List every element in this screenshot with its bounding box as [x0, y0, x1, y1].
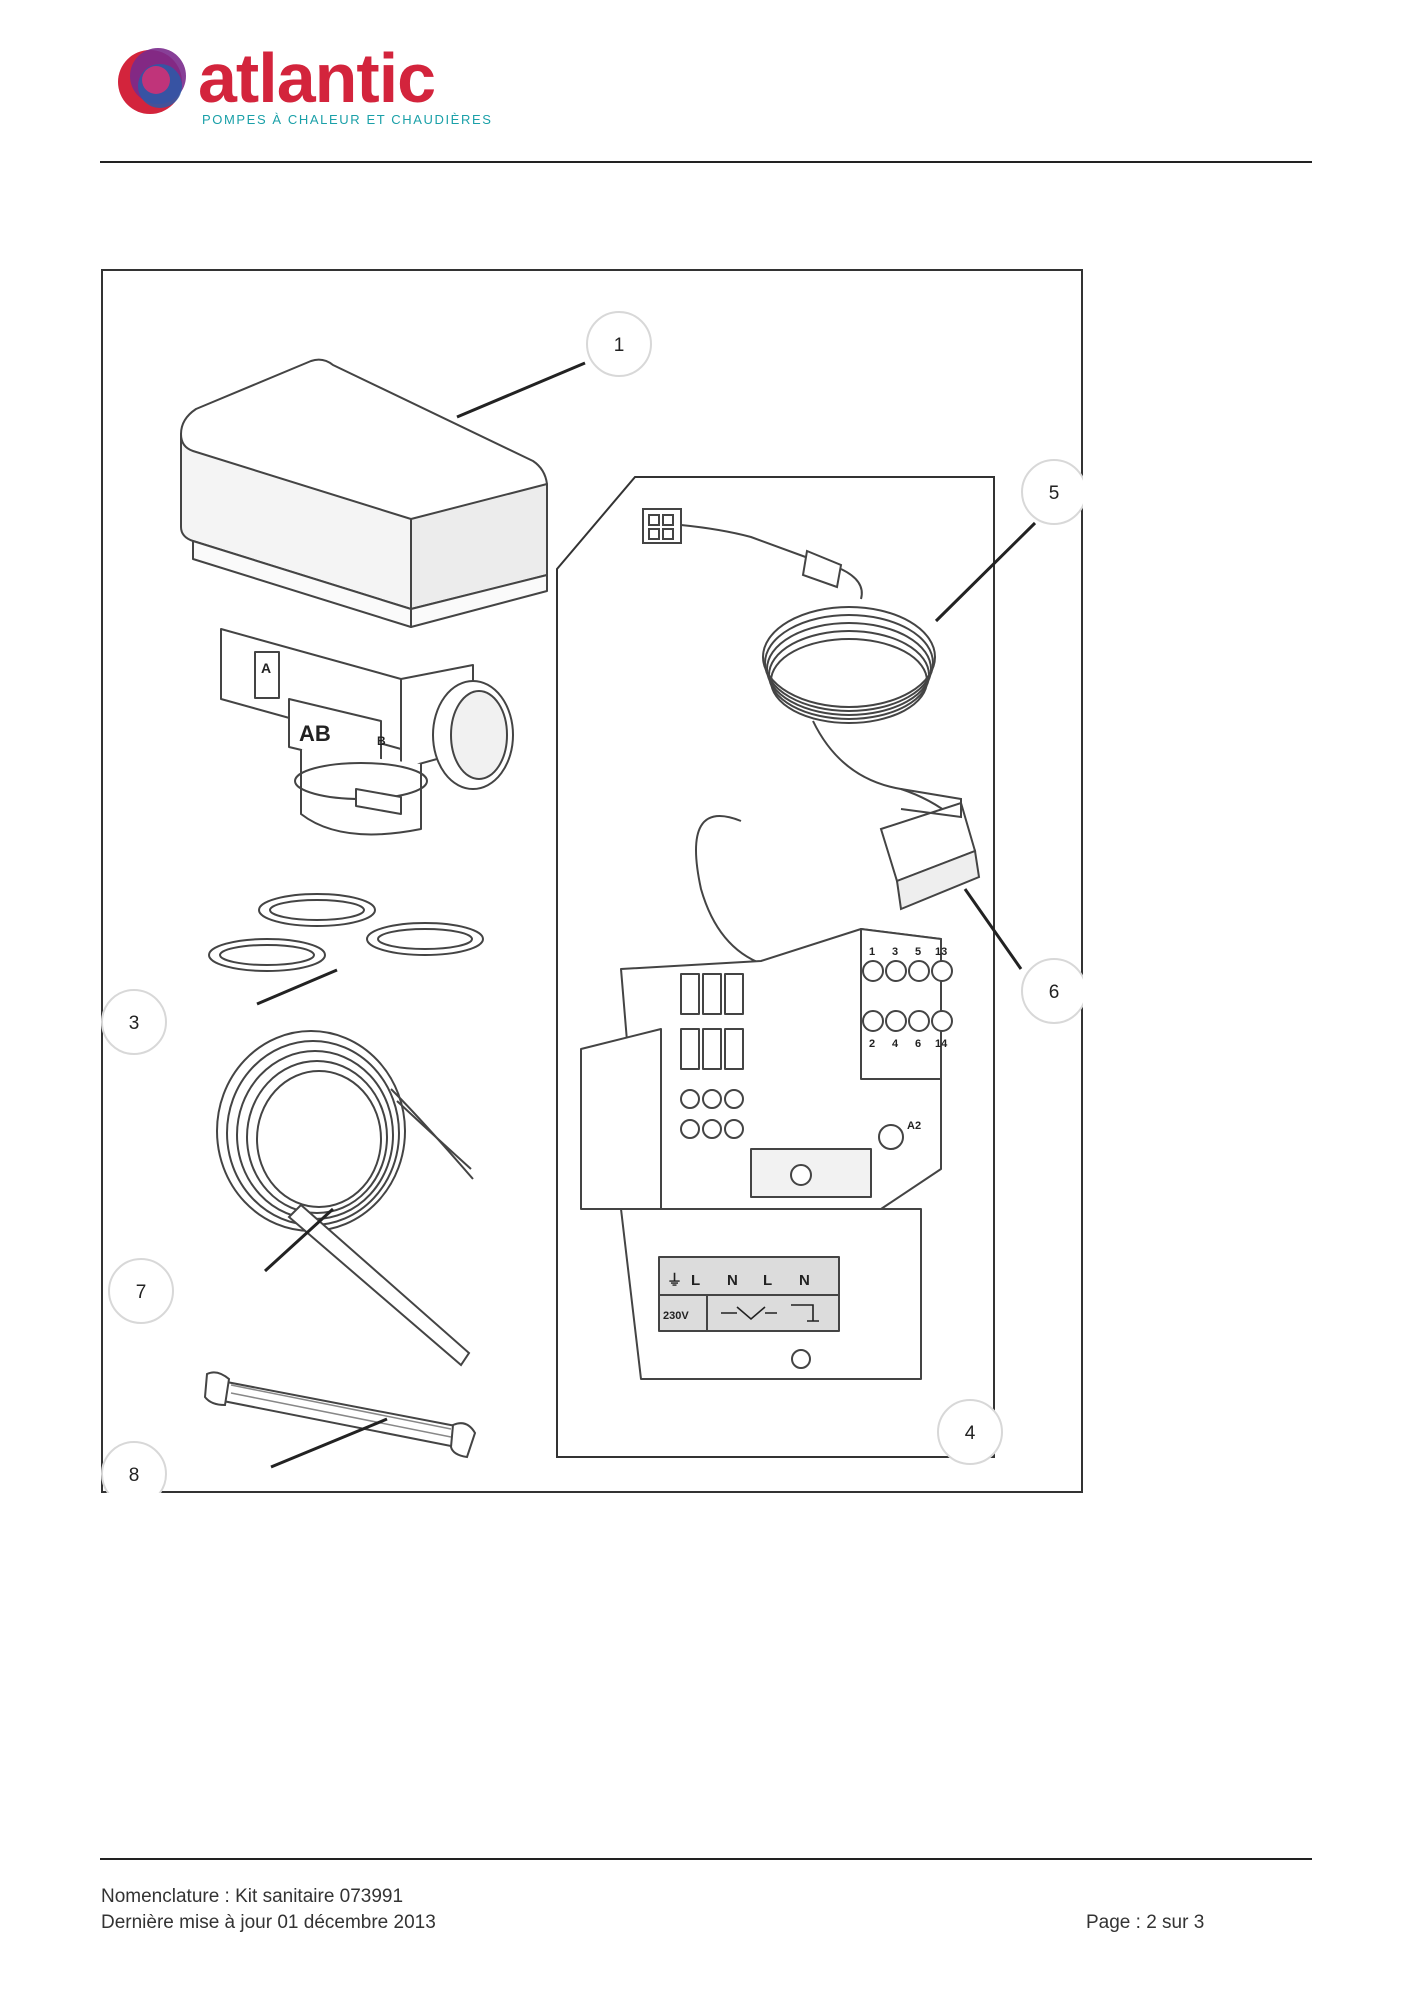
valve-label-ab: AB	[299, 721, 331, 746]
callout-6: 6	[1021, 958, 1083, 1024]
terminal-numbers-top: 1 3 5 13	[869, 946, 947, 958]
callout-5: 5	[1021, 459, 1083, 525]
terminal-number: 1	[869, 946, 875, 958]
plate-label: N	[727, 1272, 738, 1289]
callout-1: 1	[586, 311, 652, 377]
terminal-numbers-bottom: 2 4 6 14	[869, 1038, 948, 1050]
plate-symbols	[721, 1304, 819, 1322]
terminal-number: 4	[892, 1038, 899, 1050]
parts-diagram: A AB B	[101, 269, 1083, 1493]
coiled-sensor	[216, 1030, 474, 1367]
callout-7: 7	[108, 1258, 174, 1324]
header-rule	[100, 161, 1312, 163]
terminal-number: 6	[915, 1038, 921, 1050]
terminal-number: 14	[935, 1038, 948, 1050]
connector-cable	[642, 508, 954, 818]
callout-number: 8	[129, 1465, 140, 1486]
callout-number: 6	[1049, 982, 1060, 1003]
plate-label: L	[763, 1272, 772, 1289]
atlantic-logo: atlantic POMPES À CHALEUR ET CHAUDIÈRES	[112, 39, 493, 130]
callout-number: 5	[1049, 483, 1060, 504]
motorised-valve	[180, 358, 548, 836]
callout-number: 3	[129, 1013, 140, 1034]
atlantic-logo-icon	[118, 48, 186, 114]
footer-page-number: Page : 2 sur 3	[1086, 1912, 1205, 1933]
brand-name: atlantic	[198, 39, 436, 117]
callout-number: 1	[614, 335, 625, 356]
terminal-number: 13	[935, 946, 947, 958]
footer-last-update: Dernière mise à jour 01 décembre 2013	[101, 1912, 436, 1933]
leader-lines	[256, 361, 1037, 1469]
footer-nomenclature: Nomenclature : Kit sanitaire 073991	[101, 1886, 404, 1907]
sensor-clip	[203, 1371, 477, 1459]
callout-8: 8	[101, 1441, 167, 1493]
valve-label-a: A	[261, 660, 271, 676]
terminal-number: 2	[869, 1038, 875, 1050]
plate-voltage: 230V	[663, 1310, 689, 1322]
callout-3: 3	[101, 989, 167, 1055]
terminal-number: 3	[892, 946, 898, 958]
callout-4: 4	[937, 1399, 1003, 1465]
callout-number: 4	[965, 1423, 976, 1444]
terminal-box	[580, 928, 953, 1380]
terminal-plate-labels: ⏚ L N L N	[667, 1272, 810, 1289]
seal-rings	[208, 893, 484, 972]
valve-label-b: B	[377, 734, 386, 748]
plate-label: N	[799, 1272, 810, 1289]
callout-number: 7	[136, 1282, 147, 1303]
terminal-plug	[695, 788, 981, 973]
terminal-number: 5	[915, 946, 921, 958]
terminal-tag: A2	[907, 1120, 921, 1132]
plate-label: L	[691, 1272, 700, 1289]
footer-rule	[100, 1858, 1312, 1860]
plate-label-earth: ⏚	[667, 1272, 682, 1289]
brand-tagline: POMPES À CHALEUR ET CHAUDIÈRES	[202, 112, 493, 127]
